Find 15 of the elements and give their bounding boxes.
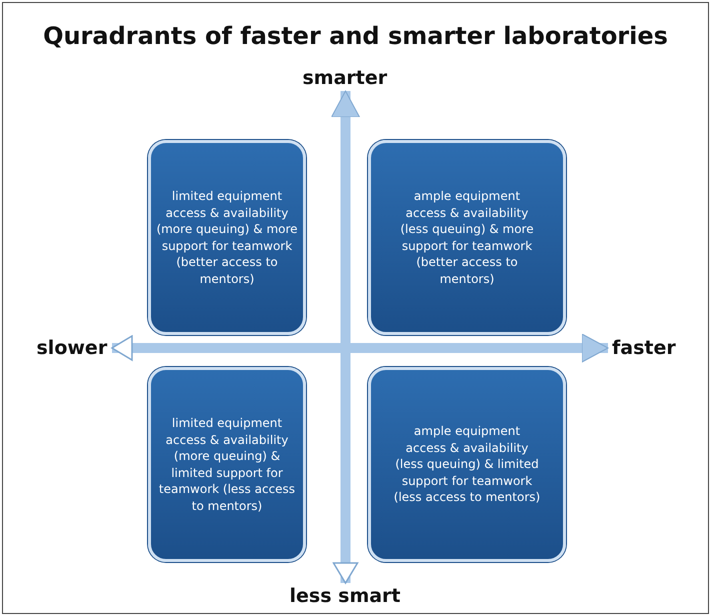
double-arrow bbox=[331, 90, 360, 584]
quadrant-text: limited equipment access & availability (more queuing) & more support for teamwork (better access to mentors) bbox=[155, 188, 299, 287]
quadrant-text: ample equipment access & availability (less queuing) & limited support for teamwork (less access to mentors) bbox=[392, 423, 542, 506]
axis-label: smarter bbox=[302, 67, 388, 89]
double-arrow bbox=[111, 334, 608, 362]
axis-label: slower bbox=[36, 337, 108, 359]
axis-label: less smart bbox=[290, 585, 401, 607]
quadrant-box bbox=[368, 367, 566, 562]
quadrant-text: limited equipment access & availability (more queuing) & limited support for teamwork (less access to mentors) bbox=[158, 415, 296, 514]
quadrant-box bbox=[148, 140, 306, 335]
quadrant-box bbox=[368, 140, 566, 335]
title: Quradrants of faster and smarter laboratories bbox=[42, 22, 669, 50]
axis-label: faster bbox=[612, 337, 676, 359]
quadrant-box bbox=[148, 367, 306, 562]
quadrant-text: ample equipment access & availability (less queuing) & more support for teamwork (better access to mentors) bbox=[399, 188, 535, 287]
